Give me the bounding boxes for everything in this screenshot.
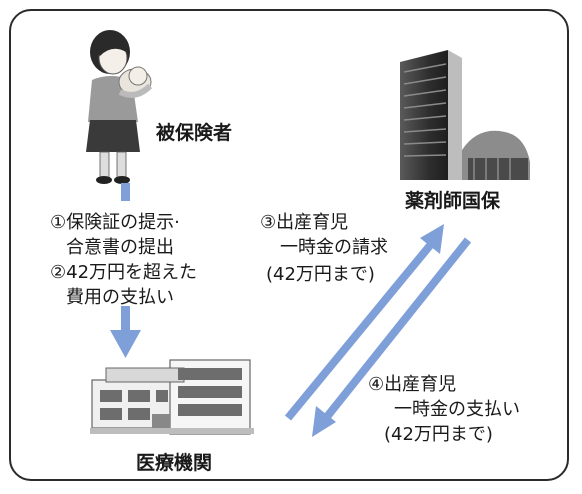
step3-line1: ③出産育児 [260, 212, 349, 233]
step2-line1: ②42万円を超えた [50, 262, 198, 283]
arrow-request [284, 224, 444, 421]
hospital-building-icon [90, 359, 254, 435]
step1-line1: ①保険証の提示· [50, 212, 180, 233]
office-building-icon [400, 50, 530, 180]
step1-line2: 合意書の提出 [66, 237, 174, 258]
arrow-payment [312, 237, 472, 437]
diagram-frame [9, 9, 569, 481]
node-pharmacist-insurance-label: 薬剤師国保 [405, 190, 501, 212]
step4-line2: 一時金の支払い [394, 399, 520, 420]
step3-line2: 一時金の請求 [280, 237, 388, 258]
node-insured-label: 被保険者 [156, 122, 233, 144]
node-medical-institution-label: 医療機関 [136, 452, 213, 474]
mother-with-baby-icon [86, 30, 153, 184]
step3-line3: (42万円まで) [266, 264, 375, 285]
step4-line3: (42万円まで) [384, 424, 493, 445]
step4-line1: ④出産育児 [368, 374, 457, 395]
arrow-insured-to-hospital [110, 183, 141, 358]
step2-line2: 費用の支払い [66, 287, 174, 308]
